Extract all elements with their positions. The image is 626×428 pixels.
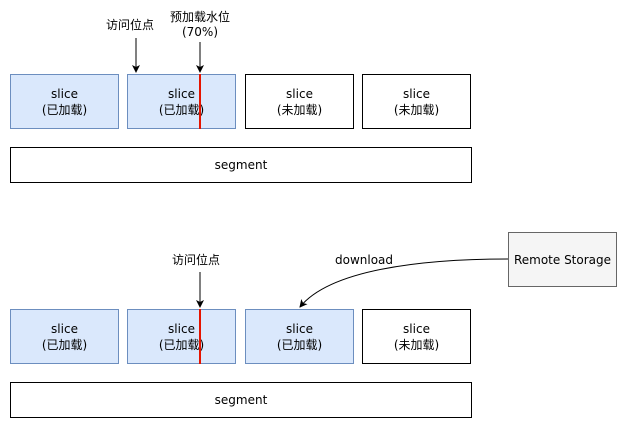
- slice-status: (已加载): [276, 337, 323, 352]
- top-access-point-label: 访问位点: [106, 18, 155, 32]
- top-slice-1: slice(已加载): [10, 74, 119, 129]
- slice-status: (已加载): [158, 337, 205, 352]
- download-arrow: [299, 258, 509, 308]
- watermark-label-line2: (70%): [181, 25, 219, 39]
- segment-label: segment: [214, 158, 268, 172]
- remote-storage-label: Remote Storage: [513, 252, 612, 267]
- watermark-label-line1: 预加载水位: [169, 10, 230, 24]
- segment-label: segment: [214, 393, 268, 407]
- slice-title: slice: [403, 86, 430, 101]
- slice-title: slice: [168, 86, 195, 101]
- bottom-access-point-label: 访问位点: [172, 253, 221, 267]
- top-segment: segment: [10, 147, 472, 183]
- download-label: download: [335, 253, 394, 267]
- slice-status: (已加载): [41, 337, 88, 352]
- slice-status: (已加载): [41, 102, 88, 117]
- slice-status: (已加载): [158, 102, 205, 117]
- bottom-slice-4: slice(未加载): [362, 309, 471, 364]
- slice-title: slice: [286, 86, 313, 101]
- bottom-slice-2: slice(已加载): [127, 309, 236, 364]
- bottom-slice-3: slice(已加载): [245, 309, 354, 364]
- slice-title: slice: [168, 321, 195, 336]
- bottom-slice-1: slice(已加载): [10, 309, 119, 364]
- slice-title: slice: [286, 321, 313, 336]
- bottom-segment: segment: [10, 382, 472, 418]
- top-slice-3: slice(未加载): [245, 74, 354, 129]
- remote-storage-box: Remote Storage: [508, 232, 617, 287]
- slice-status: (未加载): [393, 337, 440, 352]
- slice-status: (未加载): [276, 102, 323, 117]
- top-watermark-label: 预加载水位 (70%): [165, 10, 235, 40]
- top-slice-4: slice(未加载): [362, 74, 471, 129]
- slice-status: (未加载): [393, 102, 440, 117]
- top-slice-2: slice(已加载): [127, 74, 236, 129]
- slice-title: slice: [403, 321, 430, 336]
- slice-title: slice: [51, 321, 78, 336]
- slice-title: slice: [51, 86, 78, 101]
